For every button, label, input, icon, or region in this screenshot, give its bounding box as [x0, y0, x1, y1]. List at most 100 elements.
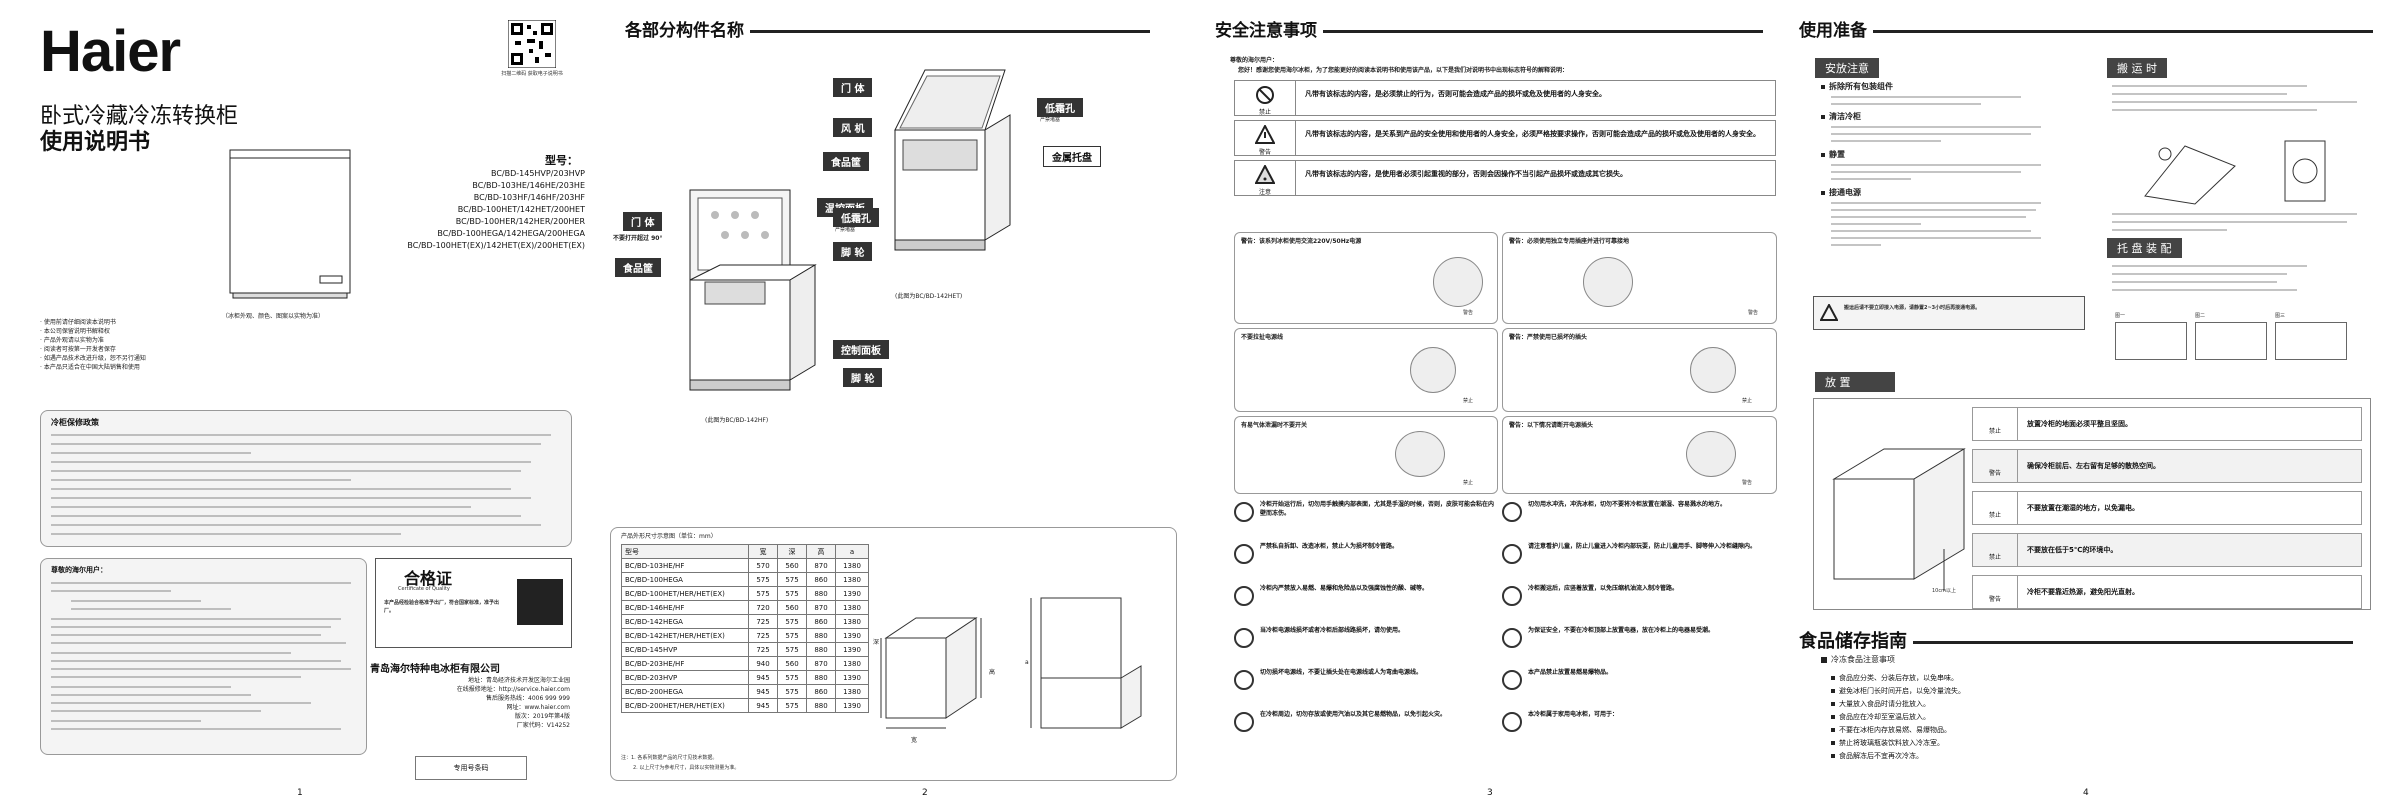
title-line2: 使用说明书: [40, 130, 151, 155]
notice-box: 搬运后请不要立即接入电源，请静置2~3小时后再接通电源。: [1813, 296, 2085, 330]
bullet-icon: [1831, 728, 1835, 732]
customer-greeting: 尊敬的海尔用户：: [51, 566, 107, 574]
haier-logo: Haier: [40, 19, 181, 84]
text-lines: [1831, 96, 2021, 105]
label-frost-hole-top: 低霜孔: [1037, 98, 1083, 117]
moving-text-lines-2: [2112, 213, 2357, 231]
placement-row: 警告确保冷柜前后、左右留有足够的散热空间。: [1972, 449, 2362, 483]
label-frost-hole-bottom: 低霜孔: [833, 208, 879, 227]
safety-greeting: 尊敬的海尔用户：: [1230, 57, 1279, 64]
barcode-box: 专用号条码: [415, 756, 527, 780]
caption-bottom-diagram: (此图为BC/BD-142HF): [705, 417, 769, 424]
placement-items: 拆除所有包装组件 清洁冷柜 静置 接通电源: [1821, 82, 2061, 252]
table-note-2: 2. 以上尺寸为参考尺寸，具体以实物测量为准。: [633, 765, 740, 771]
model-list: BC/BD-145HVP/203HVP BC/BD-103HE/146HE/20…: [407, 169, 585, 250]
prohibit-icon: [1234, 628, 1254, 648]
customer-panel: 尊敬的海尔用户：: [40, 558, 367, 755]
food-list: 食品应分类、分装后存放，以免串味。避免冰柜门长时间开启，以免冷量流失。大量放入食…: [1831, 672, 2351, 763]
placement-panel: 10cm以上 禁止放置冷柜的地面必须平整且坚固。警告确保冷柜前后、左右留有足够的…: [1813, 398, 2371, 610]
safety-list-left: 冷柜开始运行后，切勿用手触摸内部表面，尤其是手湿的时候，否则，皮肤可能会粘在内壁…: [1234, 500, 1496, 752]
freezer-open-diagram-bottom: [689, 189, 817, 391]
food-list-item: 食品应在冷却至室温后放入。: [1831, 711, 2351, 724]
placement-freezer-illustration: [1832, 448, 1966, 591]
sign-icon: 禁止: [1973, 408, 2018, 440]
tag-placement-notes: 安放注意: [1815, 58, 1879, 78]
image-caption: （冰柜外观、颜色、图案以实物为准）: [222, 313, 325, 320]
cert-text: 本产品经检验合格准予出厂，符合国家标准，准予出厂。: [384, 600, 500, 614]
placement-row: 禁止放置冷柜的地面必须平整且坚固。: [1972, 407, 2362, 441]
prohibit-icon: [1502, 586, 1522, 606]
bullet-icon: [1831, 702, 1835, 706]
fig1-image: [2115, 322, 2187, 360]
list-item: 切勿损坏电源线，不要让插头处在电源线或人为弯曲电源线。: [1234, 668, 1496, 710]
cover-notes: · 使用前请仔细阅读本说明书 · 本公司保留说明书解释权 · 产品外观请以实物为…: [40, 319, 146, 371]
list-item: 冷柜开始运行后，切勿用手触摸内部表面，尤其是手湿的时候，否则，皮肤可能会粘在内壁…: [1234, 500, 1496, 542]
page-parts: 各部分构件名称 门 体 风 机 食品筐 温控面板 脚 轮 低霜孔 严禁堵塞 金属…: [595, 0, 1190, 808]
prohibit-icon: [1502, 670, 1522, 690]
cert-title: 合格证: [404, 569, 453, 588]
qr-code-icon: [508, 20, 556, 68]
text-lines: [1831, 202, 2041, 246]
company-name: 青岛海尔特种电冰柜有限公司: [370, 664, 500, 675]
label-control-panel-bottom: 控制面板: [833, 340, 889, 359]
tag-tray-assembly: 托 盘 装 配: [2107, 238, 2182, 258]
bullet-icon: [1831, 676, 1835, 680]
label-wheel-bottom: 脚 轮: [843, 368, 883, 387]
freezer-open-diagram-top: [894, 69, 1011, 251]
bullet-icon: [1831, 754, 1835, 758]
damaged-plug-icon: [1690, 347, 1736, 393]
prohibit-icon: [1234, 712, 1254, 732]
list-item: 请注意看护儿童，防止儿童进入冷柜内部玩耍，防止儿童用手、脚等伸入冷柜缝隙内。: [1502, 542, 1775, 584]
table-note-1: 注：1. 各系列数据产品的尺寸见技术数据。: [621, 755, 718, 761]
tag-placement: 放 置: [1815, 372, 1895, 392]
tray-text-lines: [2112, 265, 2307, 291]
customer-text-lines: [51, 582, 351, 730]
warning-icon: 警告: [1235, 121, 1296, 156]
food-list-item: 食品解冻后不宜再次冷冻。: [1831, 750, 2351, 763]
dimension-diagram: [880, 597, 1142, 729]
safety-intro: 您好！感谢您使用海尔冰柜，为了您能更好的阅读本说明书和使用该产品，以下是我们对说…: [1238, 67, 1569, 74]
warn-box-gas-leak: 有易气体泄漏时不要开关 禁止: [1234, 416, 1498, 494]
model-label: 型号：: [545, 154, 578, 167]
page-number: 3: [1487, 788, 1493, 798]
fig3-label: 图三: [2275, 313, 2286, 319]
list-item: 切勿用水冲洗，冲洗冰柜，切勿不要将冷柜放置在潮湿、容易溅水的地方。: [1502, 500, 1775, 542]
cert-stamp: [517, 579, 563, 625]
qr-caption: 扫描二维码 获取电子说明书: [501, 71, 563, 77]
company-contacts: 地址：青岛经济技术开发区海尔工业园 在线报修地址：http://service.…: [456, 677, 570, 729]
food-list-item: 避免冰柜门长时间开启，以免冷量流失。: [1831, 685, 2351, 698]
tag-moving: 搬 运 时: [2107, 58, 2167, 78]
warn-box-cord: 不要拉扯电源线 禁止: [1234, 328, 1498, 412]
legend-row-caution: 注意 凡带有该标志的内容，是使用者必须引起重视的部分，否则会因操作不当引起产品损…: [1234, 160, 1776, 196]
warn-box-damaged-plug: 警告：严禁使用已损坏的插头 禁止: [1502, 328, 1777, 412]
table-header-row: 型号 宽 深 高 a: [621, 544, 869, 559]
section-title-food: 食品储存指南: [1799, 627, 2353, 653]
title-line1: 卧式冷藏冷冻转换柜: [40, 104, 239, 129]
page-cover: Haier 扫描二维码 获取电子说明书 卧式冷藏冷冻转换柜 使用说明书 （冰柜外…: [0, 0, 595, 808]
page-number: 1: [297, 788, 303, 798]
section-title-parts: 各部分构件名称: [625, 16, 1150, 41]
distance-label: 10cm以上: [1932, 588, 1956, 594]
warn-box-grounding: 警告：必须使用独立专用插座并进行可靠接地 警告: [1502, 232, 1777, 324]
fig2-image: [2195, 322, 2267, 360]
socket-icon: [1583, 257, 1633, 307]
page-number: 2: [922, 788, 928, 798]
legend-row-warning: 警告 凡带有该标志的内容，是关系到产品的安全使用和使用者的人身安全，必须严格按要…: [1234, 120, 1776, 156]
sign-icon: 警告: [1973, 450, 2018, 482]
label-door-bottom: 门 体: [623, 212, 663, 231]
certificate-box: 合格证 Certificate of Quality 本产品经检验合格准予出厂，…: [375, 558, 572, 648]
label-food-basket-bottom: 食品筐: [615, 258, 661, 277]
prohibit-icon: [1234, 670, 1254, 690]
dim-label-a: a: [1025, 659, 1029, 666]
table-title: 产品外形尺寸示意图（单位：mm）: [621, 533, 717, 540]
page-safety: 安全注意事项 尊敬的海尔用户： 您好！感谢您使用海尔冰柜，为了您能更好的阅读本说…: [1190, 0, 1785, 808]
warranty-title: 冷柜保修政策: [51, 418, 99, 427]
sign-icon: 警告: [1973, 576, 2018, 608]
moving-illustration: [2144, 140, 2326, 205]
